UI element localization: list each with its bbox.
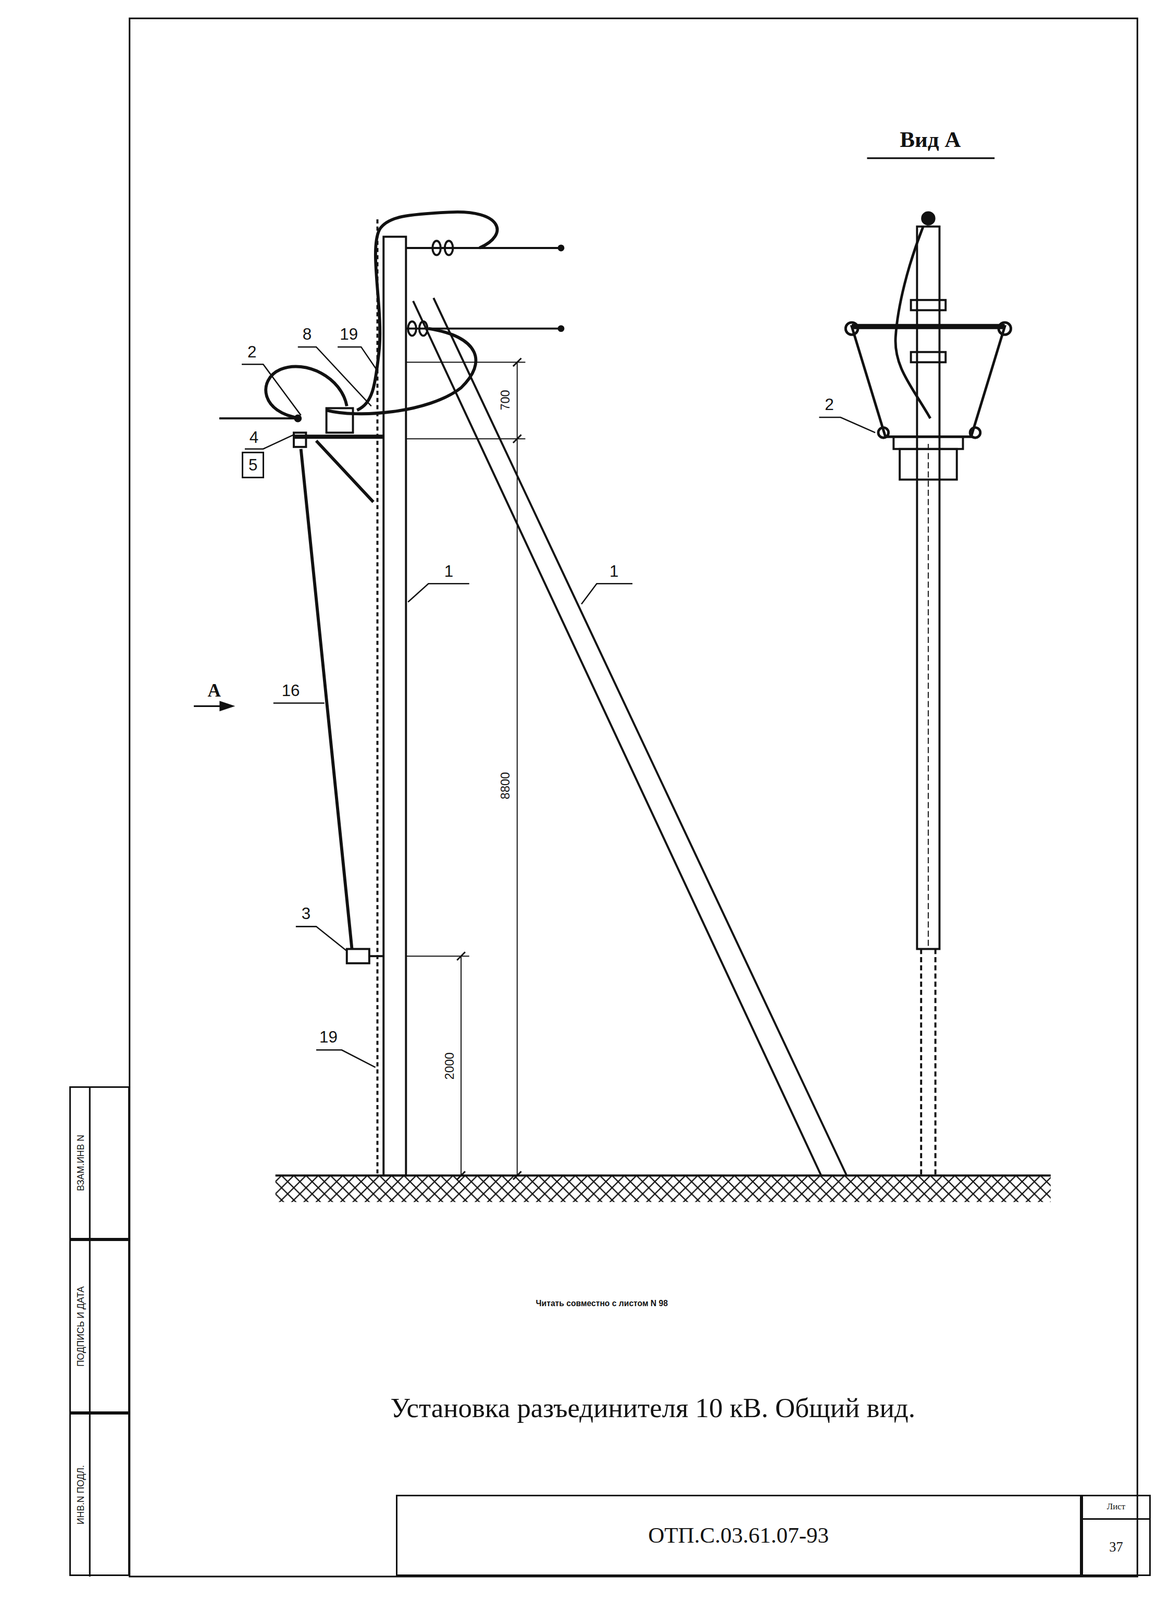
dimension-tick xyxy=(513,1171,522,1180)
wire-end xyxy=(558,245,564,251)
leader-line xyxy=(581,583,633,604)
mount xyxy=(893,436,963,450)
note: Читать совместно с листом N 98 xyxy=(536,1299,668,1309)
crossarm-frame xyxy=(851,326,1005,438)
insulator xyxy=(998,322,1011,335)
insulator xyxy=(407,321,417,336)
view-title: Вид А xyxy=(899,128,961,152)
pole-top xyxy=(922,212,935,225)
callout-number: 2 xyxy=(247,343,257,360)
arrowhead xyxy=(220,701,233,711)
dimension-tick xyxy=(513,434,522,443)
bracket xyxy=(293,432,306,447)
contact xyxy=(878,427,889,439)
callout-number: 16 xyxy=(281,682,301,699)
stamp-caption: ВЗАМ.ИНВ N xyxy=(76,1134,86,1191)
drive xyxy=(346,948,370,963)
stamp-cell: ВЗАМ.ИНВ N xyxy=(69,1086,130,1240)
callout-number: 3 xyxy=(301,905,311,923)
callout-number: 19 xyxy=(339,326,358,343)
stamp-cell: ИНВ.N ПОДЛ. xyxy=(69,1412,130,1576)
callout-box: 5 xyxy=(241,451,265,479)
strut-pole xyxy=(433,297,847,1176)
leader-line xyxy=(273,702,325,704)
dimension-value: 2000 xyxy=(443,1052,457,1080)
jumper-wire xyxy=(895,226,931,419)
strut-pole xyxy=(413,301,822,1176)
stamp-cell: ПОДПИСЬ И ДАТА xyxy=(69,1239,130,1413)
sheet-number: 37 xyxy=(1083,1519,1150,1575)
insulator xyxy=(444,240,454,255)
leader-line xyxy=(316,1049,376,1067)
stamp-divider xyxy=(89,1086,91,1577)
disconnector xyxy=(326,407,354,433)
contact xyxy=(969,427,981,439)
insulator xyxy=(432,240,441,255)
band xyxy=(911,300,947,311)
callout-number: 19 xyxy=(319,1029,338,1046)
band xyxy=(911,352,947,363)
dimension-value: 8800 xyxy=(499,772,513,800)
jumper-wire xyxy=(356,212,497,410)
callout-number: 8 xyxy=(302,326,312,343)
callout-number: 4 xyxy=(249,429,259,446)
pole-hidden xyxy=(934,948,937,1176)
ground-hatch xyxy=(275,1175,1051,1202)
leader-line xyxy=(337,346,377,370)
pole-hidden xyxy=(919,948,923,1176)
leader-line xyxy=(297,346,372,407)
stamp-caption: ПОДПИСЬ И ДАТА xyxy=(76,1285,86,1366)
leader-line xyxy=(241,364,302,416)
wire xyxy=(219,417,298,420)
dimension-value: 700 xyxy=(499,389,513,410)
leader-line xyxy=(295,926,347,951)
leader-line xyxy=(818,417,876,433)
dimension-tick xyxy=(456,1171,466,1180)
sheet-title: Установка разъединителя 10 кВ. Общий вид… xyxy=(390,1394,916,1422)
view-arrow xyxy=(193,705,223,707)
dimension-line xyxy=(460,955,462,1176)
wire-end xyxy=(558,326,564,332)
leader-line xyxy=(407,583,469,602)
box-text: ОТП.С.03.61.07-93 xyxy=(648,1523,829,1547)
sheet-caption: Лист xyxy=(1083,1496,1150,1520)
dimension-tick xyxy=(456,951,466,961)
drive-mount xyxy=(369,954,384,957)
mount xyxy=(899,449,957,480)
stamp-caption: ИНВ.N ПОДЛ. xyxy=(76,1464,86,1525)
callout-number: 2 xyxy=(824,396,834,414)
callout-number: 1 xyxy=(444,563,454,580)
sheet-frame xyxy=(129,18,1138,1577)
ground-conductor xyxy=(927,443,929,949)
pole xyxy=(916,226,940,950)
brace xyxy=(316,440,374,503)
jumper-wire xyxy=(265,366,347,419)
crossarm xyxy=(293,434,384,439)
insulator xyxy=(419,321,428,336)
insulator xyxy=(845,322,858,335)
extension-line xyxy=(405,438,526,440)
title-block-code: ОТП.С.03.61.07-93 xyxy=(395,1494,1082,1577)
pole xyxy=(383,236,406,1176)
title-underline xyxy=(866,157,995,159)
extension-line xyxy=(405,361,526,363)
callout-number: 1 xyxy=(609,563,619,580)
terminal xyxy=(294,415,302,422)
view-marker: А xyxy=(207,681,221,700)
dimension-line xyxy=(516,362,518,1176)
crossarm xyxy=(851,324,1005,330)
sheet-number-cell: Лист37 xyxy=(1081,1494,1152,1577)
box-text: 5 xyxy=(248,456,258,474)
dimension-tick xyxy=(513,357,522,367)
drive-rod xyxy=(301,449,353,950)
